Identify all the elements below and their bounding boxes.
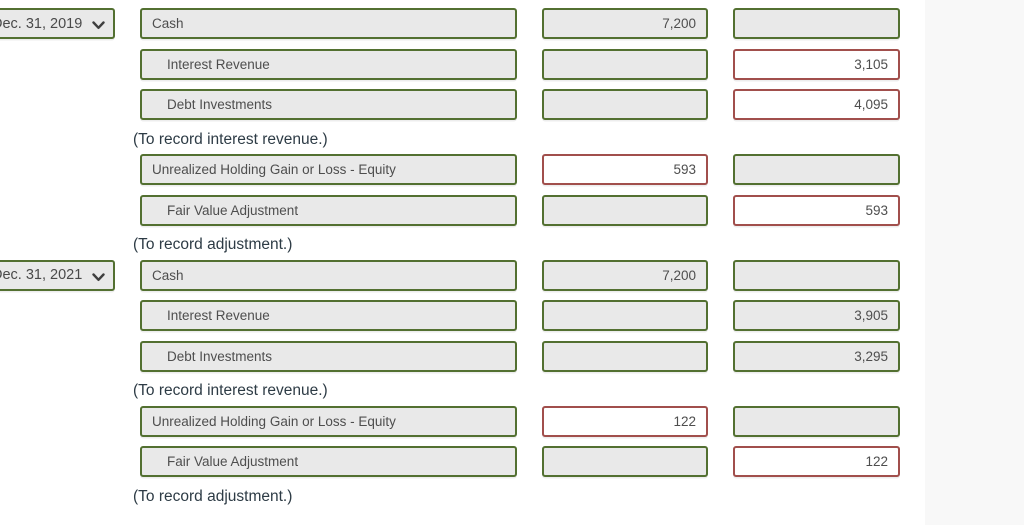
debit-field[interactable] (542, 340, 708, 372)
credit-field[interactable]: 3,295 (733, 340, 900, 372)
credit-field[interactable]: 122 (733, 446, 900, 477)
account-title-field[interactable]: Cash (140, 8, 517, 39)
debit-field[interactable] (542, 300, 708, 331)
account-title-field[interactable]: Debt Investments (140, 340, 517, 372)
debit-field[interactable] (542, 194, 708, 226)
journal-entry-row: Dec. 31, 2021 Cash 7,200 (0, 259, 925, 291)
credit-field[interactable] (733, 154, 900, 185)
chevron-down-icon (92, 21, 105, 29)
credit-field[interactable] (733, 8, 900, 39)
debit-field[interactable] (542, 446, 708, 477)
date-select-value: Dec. 31, 2019 (0, 15, 83, 32)
date-select-value: Dec. 31, 2021 (0, 267, 83, 283)
account-title-field[interactable]: Fair Value Adjustment (140, 194, 517, 226)
account-title-field[interactable]: Unrealized Holding Gain or Loss - Equity (140, 405, 517, 437)
journal-entry-row: Fair Value Adjustment 122 (0, 446, 925, 477)
entry-note: (To record adjustment.) (133, 487, 293, 505)
credit-field[interactable] (733, 259, 900, 291)
debit-field[interactable]: 593 (542, 154, 708, 185)
journal-entry-row: Debt Investments 4,095 (0, 89, 925, 120)
debit-field[interactable]: 7,200 (542, 259, 708, 291)
credit-field[interactable]: 593 (733, 194, 900, 226)
journal-entry-row: Fair Value Adjustment 593 (0, 194, 925, 226)
journal-entry-row: Dec. 31, 2019 Cash 7,200 (0, 8, 925, 39)
entry-note: (To record interest revenue.) (133, 130, 328, 148)
date-select[interactable]: Dec. 31, 2021 (0, 259, 115, 291)
account-title-field[interactable]: Cash (140, 259, 517, 291)
journal-entry-row: Interest Revenue 3,905 (0, 300, 925, 331)
credit-field[interactable]: 3,905 (733, 300, 900, 331)
credit-field[interactable]: 4,095 (733, 89, 900, 120)
account-title-field[interactable]: Interest Revenue (140, 300, 517, 331)
journal-entry-row: Unrealized Holding Gain or Loss - Equity… (0, 405, 925, 437)
account-title-field[interactable]: Debt Investments (140, 89, 517, 120)
account-title-field[interactable]: Unrealized Holding Gain or Loss - Equity (140, 154, 517, 185)
right-gutter (925, 0, 1024, 525)
debit-field[interactable]: 122 (542, 405, 708, 437)
debit-field[interactable]: 7,200 (542, 8, 708, 39)
debit-field[interactable] (542, 48, 708, 80)
credit-field[interactable]: 3,105 (733, 48, 900, 80)
journal-entry-row: Debt Investments 3,295 (0, 340, 925, 372)
date-select[interactable]: Dec. 31, 2019 (0, 8, 115, 39)
credit-field[interactable] (733, 405, 900, 437)
journal-entry-row: Interest Revenue 3,105 (0, 48, 925, 80)
chevron-down-icon (92, 272, 105, 281)
account-title-field[interactable]: Fair Value Adjustment (140, 446, 517, 477)
debit-field[interactable] (542, 89, 708, 120)
account-title-field[interactable]: Interest Revenue (140, 48, 517, 80)
entry-note: (To record interest revenue.) (133, 382, 328, 399)
entry-note: (To record adjustment.) (133, 236, 293, 253)
journal-entry-row: Unrealized Holding Gain or Loss - Equity… (0, 154, 925, 185)
